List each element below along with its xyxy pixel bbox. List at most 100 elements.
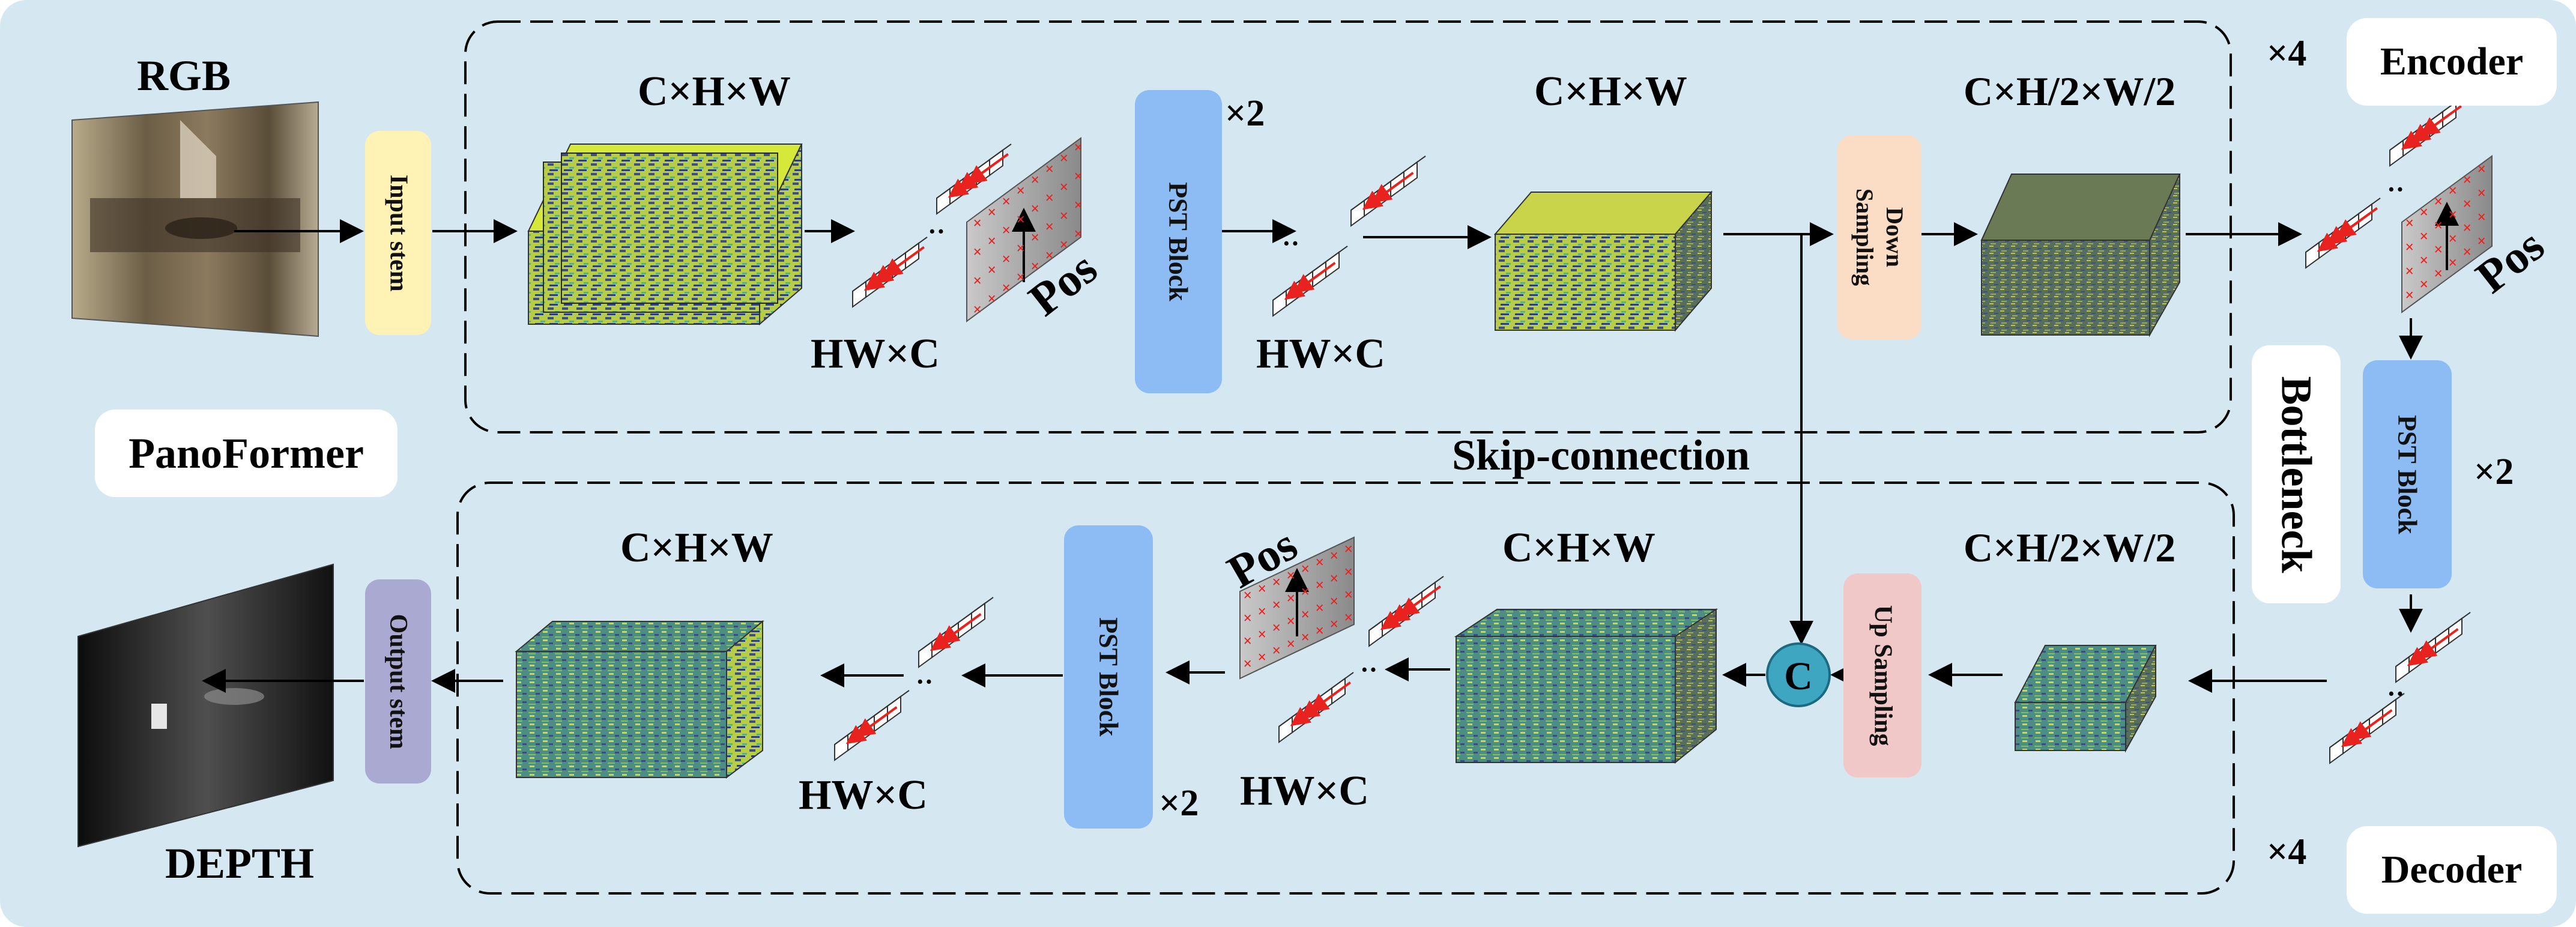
ellipsis-dots-4: ·· bbox=[1360, 655, 1377, 684]
svg-text:×: × bbox=[1030, 200, 1039, 217]
svg-text:×: × bbox=[1272, 573, 1281, 591]
svg-text:×: × bbox=[1286, 612, 1295, 630]
svg-text:×: × bbox=[1045, 160, 1054, 178]
pos-crosses-dec: ×××××××××××××××××××××××××××××××× bbox=[1243, 540, 1353, 672]
svg-text:×: × bbox=[973, 272, 982, 289]
svg-text:×: × bbox=[2434, 241, 2443, 258]
svg-text:×: × bbox=[2405, 286, 2414, 304]
dim-label-dec-1: C×H×W bbox=[620, 525, 773, 571]
output-stem-block: Output stem bbox=[365, 579, 431, 784]
svg-text:×: × bbox=[987, 261, 996, 279]
svg-text:×: × bbox=[1257, 648, 1266, 666]
decoder-feature-cube-concat bbox=[1454, 608, 1719, 764]
svg-text:×: × bbox=[1329, 615, 1338, 633]
token-strip-dec-1a bbox=[1278, 672, 1354, 743]
model-name-box: PanoFormer bbox=[95, 409, 398, 497]
token-strip-bn-1a bbox=[2305, 198, 2381, 269]
svg-text:×: × bbox=[1257, 603, 1266, 620]
token-strip-enc-2a bbox=[1272, 246, 1348, 317]
pst-block-bottleneck: PST Block bbox=[2363, 360, 2452, 588]
svg-text:×: × bbox=[1074, 139, 1083, 156]
depth-label: DEPTH bbox=[165, 839, 315, 887]
svg-text:×: × bbox=[1315, 622, 1324, 639]
ellipsis-dots-5: ·· bbox=[916, 667, 933, 696]
svg-text:×: × bbox=[1272, 619, 1281, 636]
token-strip-enc-1b bbox=[936, 143, 1012, 215]
pos-cross-marks: × × × × × × × × × × × × × × × × × × × × × × × × × × × × × × × × × × × × × × × ×… bbox=[973, 139, 2486, 672]
svg-text:×: × bbox=[2448, 182, 2457, 199]
svg-text:×: × bbox=[2477, 184, 2486, 202]
svg-text:×: × bbox=[1243, 655, 1252, 672]
svg-text:×: × bbox=[2419, 252, 2428, 269]
svg-text:×: × bbox=[1315, 576, 1324, 594]
rgb-label: RGB bbox=[137, 52, 231, 100]
svg-text:×: × bbox=[2448, 230, 2457, 247]
token-strip-enc-2b bbox=[1350, 156, 1426, 227]
svg-text:×: × bbox=[1074, 225, 1083, 243]
pos-plane-decoder bbox=[1239, 536, 1355, 680]
svg-text:×: × bbox=[1301, 606, 1310, 623]
svg-text:×: × bbox=[2463, 171, 2472, 189]
svg-text:×: × bbox=[1329, 570, 1338, 587]
svg-text:×: × bbox=[1301, 560, 1310, 578]
times-two-bottleneck: ×2 bbox=[2474, 451, 2514, 492]
encoder-feature-cube-1 bbox=[527, 143, 803, 326]
svg-text:×: × bbox=[1257, 580, 1266, 597]
svg-text:×: × bbox=[2405, 262, 2414, 280]
svg-text:×: × bbox=[1315, 599, 1324, 617]
svg-text:×: × bbox=[1315, 554, 1324, 571]
svg-text:×: × bbox=[1059, 149, 1068, 167]
svg-text:×: × bbox=[987, 204, 996, 221]
svg-text:×: × bbox=[1286, 590, 1295, 607]
decoder-feature-cube-out bbox=[515, 620, 764, 779]
svg-text:×: × bbox=[1002, 193, 1011, 210]
svg-text:×: × bbox=[1329, 547, 1338, 564]
concat-circle bbox=[1766, 642, 1831, 707]
svg-text:×: × bbox=[2463, 243, 2472, 261]
svg-text:×: × bbox=[2434, 193, 2443, 210]
ellipsis-dots-3: ·· bbox=[2387, 679, 2404, 708]
svg-text:×: × bbox=[2463, 219, 2472, 237]
svg-text:×: × bbox=[1344, 563, 1353, 581]
token-strip-dec-2b bbox=[918, 597, 994, 668]
svg-text:×: × bbox=[1301, 629, 1310, 646]
svg-text:×: × bbox=[1243, 587, 1252, 604]
svg-text:×: × bbox=[1243, 632, 1252, 650]
decoder-label-box: Decoder bbox=[2347, 826, 2557, 914]
svg-text:×: × bbox=[1030, 171, 1039, 189]
svg-text:×: × bbox=[1272, 642, 1281, 659]
pst-block-decoder: PST Block bbox=[1064, 525, 1153, 829]
svg-text:×: × bbox=[1030, 258, 1039, 275]
token-strip-bn-2b bbox=[2395, 612, 2471, 683]
svg-text:×: × bbox=[973, 243, 982, 261]
svg-text:×: × bbox=[1016, 240, 1025, 257]
svg-text:×: × bbox=[1045, 247, 1054, 264]
svg-text:×: × bbox=[1059, 178, 1068, 196]
svg-text:×: × bbox=[987, 232, 996, 250]
svg-text:×: × bbox=[1002, 279, 1011, 297]
svg-text:×: × bbox=[2434, 265, 2443, 282]
times-four-dec: ×4 bbox=[2267, 832, 2307, 872]
pst-block-encoder: PST Block bbox=[1135, 90, 1222, 393]
times-two-dec: ×2 bbox=[1159, 783, 1199, 824]
svg-text:×: × bbox=[1329, 593, 1338, 610]
svg-text:×: × bbox=[2448, 254, 2457, 271]
pos-crosses-enc-2: ×××××××××××××××××××××××× bbox=[2405, 160, 2486, 304]
token-strip-enc-1a bbox=[852, 237, 928, 308]
tokens-label-dec-1: HW×C bbox=[799, 772, 928, 818]
ellipsis-dots-0: ·· bbox=[928, 217, 945, 246]
times-four-enc: ×4 bbox=[2267, 33, 2307, 74]
ellipsis-dots-1: ·· bbox=[1282, 229, 1299, 258]
dim-label-enc-1: C×H×W bbox=[638, 68, 791, 115]
encoder-feature-cube-2 bbox=[1493, 190, 1713, 332]
bottleneck-label-box: Bottleneck bbox=[2252, 345, 2341, 603]
svg-text:×: × bbox=[2477, 208, 2486, 226]
svg-text:×: × bbox=[1016, 211, 1025, 228]
rgb-panorama-image bbox=[71, 101, 319, 337]
token-strip-dec-2a bbox=[834, 690, 910, 761]
token-strips: ············ bbox=[834, 95, 2471, 764]
encoder-feature-cube-3 bbox=[1980, 174, 2181, 337]
svg-text:×: × bbox=[2405, 214, 2414, 232]
svg-text:×: × bbox=[2477, 160, 2486, 178]
